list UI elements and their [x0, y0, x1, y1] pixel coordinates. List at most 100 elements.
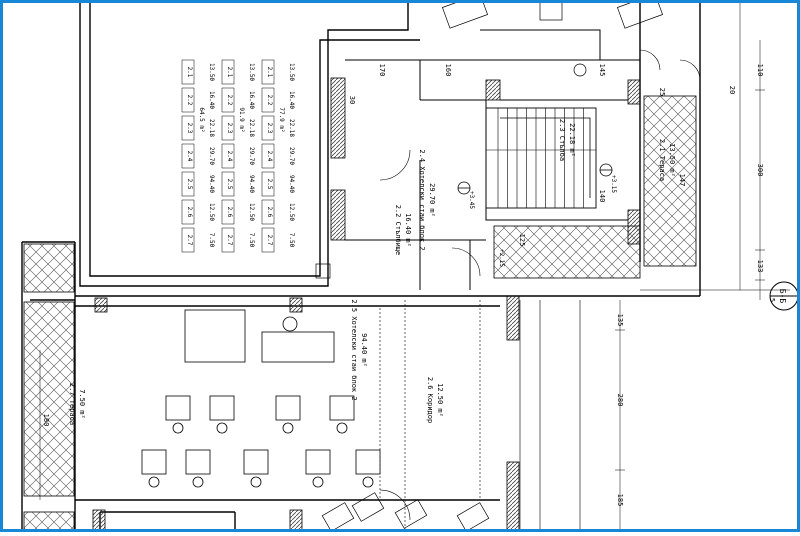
- dimension-label: 5: [768, 298, 776, 302]
- room-name: 2.1 Тераса: [658, 139, 666, 181]
- table-header: 2.5: [266, 179, 273, 190]
- room-area: 13.50 m²: [668, 143, 676, 177]
- room-name: 2.4 Хотелски стаи блок 2: [418, 149, 426, 250]
- table-header: 2.4: [186, 151, 193, 162]
- table-header: 2.3: [266, 123, 273, 134]
- table-value: 29.70: [208, 147, 215, 165]
- level-label: +3.45: [468, 191, 475, 209]
- desk-7: [243, 449, 269, 488]
- level-label: +2.15: [498, 249, 505, 267]
- desk-3: [275, 395, 301, 434]
- room-name: 2.7 Тераса: [68, 383, 76, 425]
- table-header: 2.5: [226, 179, 233, 190]
- table-total: 77.9 m²: [278, 107, 285, 132]
- room-area: 29.70 m²: [428, 183, 436, 217]
- table-header: 2.1: [226, 67, 233, 78]
- table-value: 29.70: [248, 147, 255, 165]
- section-mark-label: Б-Б: [778, 289, 787, 304]
- table-value: 94.40: [248, 175, 255, 193]
- table-header: 2.6: [266, 207, 273, 218]
- desk-5: [141, 449, 167, 488]
- dimension-label: 110: [756, 64, 764, 77]
- desk-2: [209, 395, 235, 434]
- reception-desk: [184, 309, 335, 363]
- table-header: 2.4: [266, 151, 273, 162]
- table-value: 22.18: [288, 119, 295, 137]
- dimension-label: 133: [756, 260, 764, 273]
- table-header: 2.7: [186, 235, 193, 246]
- inner-walls: [345, 29, 640, 290]
- dimension-label: 170: [378, 64, 386, 77]
- table-header: 2.7: [226, 235, 233, 246]
- room-name: 2.2 Стълбище: [394, 205, 402, 256]
- dimension-label: 30: [348, 96, 356, 104]
- table-value: 12.50: [208, 203, 215, 221]
- table-value: 16.40: [288, 91, 295, 109]
- dimension-label: 180: [42, 414, 50, 427]
- table-header: 2.6: [186, 207, 193, 218]
- table-value: 94.40: [288, 175, 295, 193]
- room-area: 94.40 m²: [360, 333, 368, 367]
- table-value: 94.40: [208, 175, 215, 193]
- table-value: 12.50: [248, 203, 255, 221]
- hatched-balcony-mid: [493, 225, 641, 279]
- dimension-label: 25: [658, 88, 666, 96]
- table-value: 29.70: [288, 147, 295, 165]
- dimension-label: 147: [678, 174, 686, 187]
- table-header: 2.2: [186, 95, 193, 106]
- dimension-label: 280: [616, 394, 624, 407]
- level-markers: [457, 163, 613, 195]
- table-header: 2.2: [226, 95, 233, 106]
- table-total: 64.5 m²: [198, 107, 205, 132]
- dimension-label: 135: [616, 314, 624, 327]
- table-value: 22.18: [208, 119, 215, 137]
- hatched-terrace-bottom-left: [23, 511, 75, 533]
- desk-8: [305, 449, 331, 488]
- dimension-label: 20: [728, 86, 736, 94]
- area-table: 64.5 m² 2.1 13.50 2.2 16.40 2.3 22.18 2.4 29.70 2…: [181, 59, 295, 253]
- structural-columns: [92, 77, 641, 533]
- room-name: 2.3 Стълба: [558, 119, 566, 161]
- table-header: 2.1: [266, 67, 273, 78]
- table-header: 2.1: [186, 67, 193, 78]
- table-value: 12.50: [288, 203, 295, 221]
- table-value: 22.18: [248, 119, 255, 137]
- table-header: 2.7: [266, 235, 273, 246]
- door-swings: [379, 49, 701, 521]
- desk-1: [165, 395, 191, 434]
- room-area: 12.50 m²: [436, 383, 444, 417]
- table-value: 13.50: [288, 63, 295, 81]
- right-corridor: [519, 300, 581, 532]
- dimension-label: 140: [598, 190, 606, 203]
- room-area: 16.40 m²: [404, 213, 412, 247]
- table-value: 7.50: [208, 233, 215, 248]
- hatched-terrace-left: [23, 301, 75, 497]
- dimension-lines: [39, 0, 790, 532]
- dimension-label: 300: [756, 164, 764, 177]
- bottom-seating: [321, 492, 490, 532]
- desk-4: [329, 395, 355, 434]
- table-value: 13.50: [208, 63, 215, 81]
- table-header: 2.4: [226, 151, 233, 162]
- room-area: 22.18 m²: [568, 123, 576, 157]
- desk-9: [355, 449, 381, 488]
- room-area: 7.50 m²: [78, 389, 86, 419]
- staircase: [485, 107, 597, 209]
- table-header: 2.2: [266, 95, 273, 106]
- table-value: 7.50: [288, 233, 295, 248]
- hatched-terrace-left-top: [23, 243, 75, 293]
- hatched-terrace-right: [643, 95, 697, 267]
- dimension-label: 145: [598, 64, 606, 77]
- level-label: +3.15: [610, 175, 617, 193]
- room-name: 2.6 Коридор: [426, 377, 434, 423]
